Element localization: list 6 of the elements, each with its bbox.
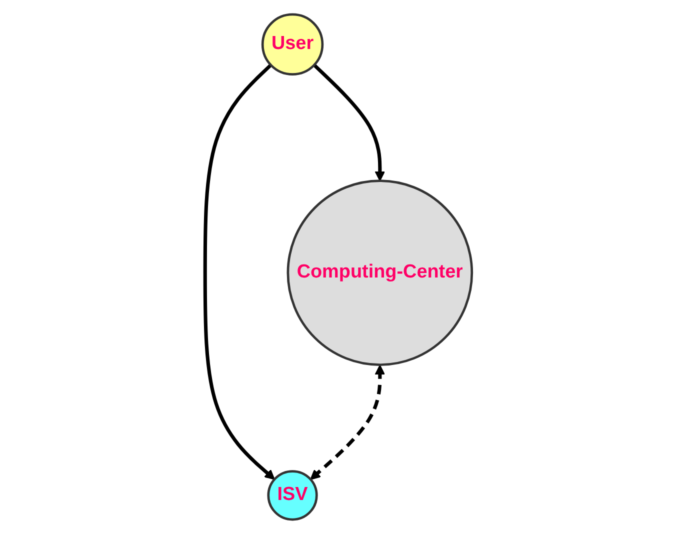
arrow: [312, 64, 386, 182]
node-circle: Computing-Center: [286, 180, 474, 366]
node-circle: User: [261, 13, 324, 76]
arrow: [203, 64, 275, 480]
arrow: [310, 364, 386, 480]
node-circle: ISV: [267, 470, 318, 521]
